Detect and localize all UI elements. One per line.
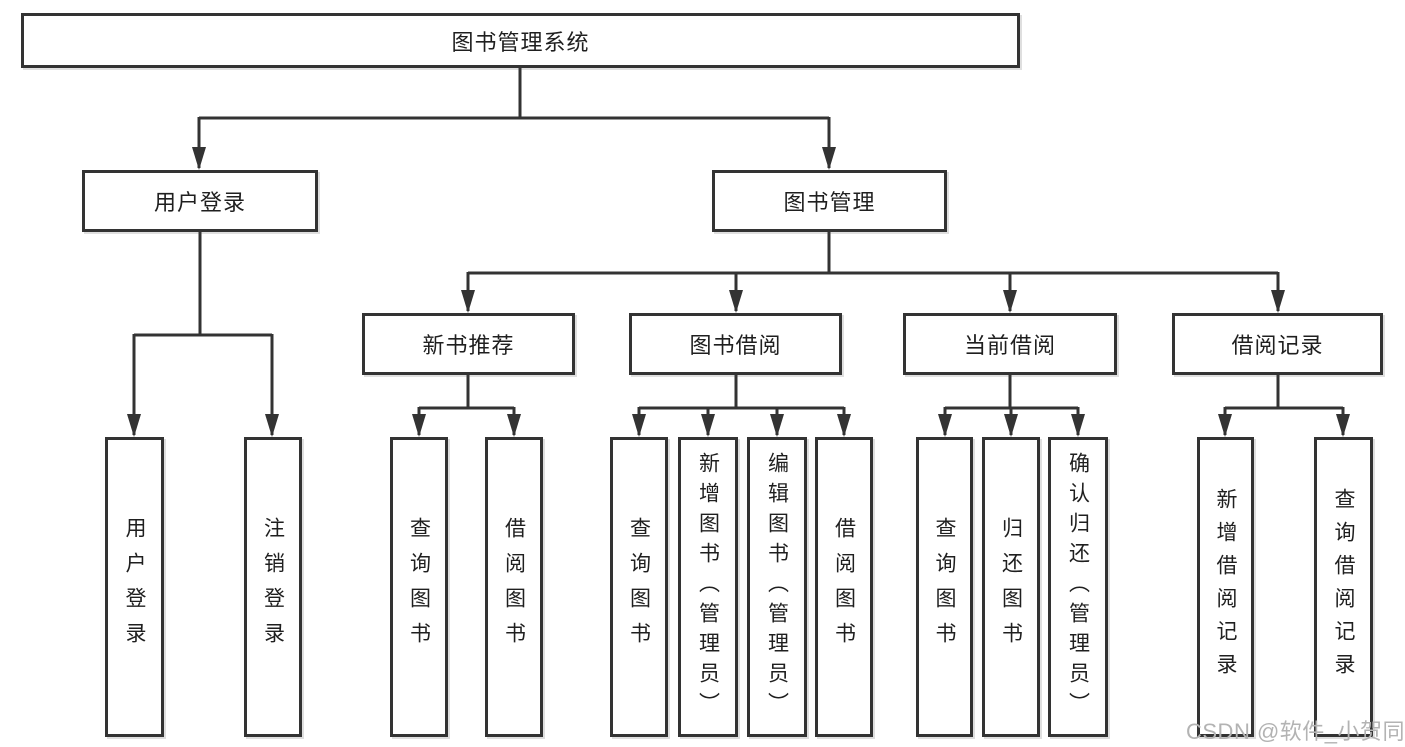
node-borrow-record-label: 借阅记录 — [1231, 333, 1324, 358]
leaf-current-query-book: 查询图书 — [916, 437, 973, 737]
leaf-confirm-return-admin: 确认归还（管理员） — [1048, 437, 1108, 737]
leaf-recommend-query-book-label: 查询图书 — [407, 517, 431, 657]
leaf-add-borrow-record: 新增借阅记录 — [1197, 437, 1254, 737]
leaf-return-book-label: 归还图书 — [999, 517, 1023, 657]
leaf-add-book-admin: 新增图书（管理员） — [678, 437, 738, 737]
leaf-query-borrow-record: 查询借阅记录 — [1314, 437, 1373, 737]
leaf-edit-book-admin-label: 编辑图书（管理员） — [765, 452, 789, 722]
leaf-borrow-query-book-label: 查询图书 — [627, 517, 651, 657]
node-book-management: 图书管理 — [712, 170, 947, 232]
arrowheads — [127, 147, 1350, 437]
leaf-user-login-label: 用户登录 — [123, 517, 146, 657]
node-new-book-recommend: 新书推荐 — [362, 313, 575, 375]
node-root: 图书管理系统 — [21, 13, 1020, 68]
node-new-book-recommend-label: 新书推荐 — [422, 333, 515, 358]
leaf-recommend-borrow-book: 借阅图书 — [485, 437, 543, 737]
csdn-watermark: CSDN @软件_小贺同学 — [1186, 719, 1405, 744]
node-current-borrow-label: 当前借阅 — [963, 333, 1056, 358]
node-user-login-label: 用户登录 — [153, 190, 246, 215]
leaf-logout-label: 注销登录 — [261, 517, 285, 657]
leaf-recommend-borrow-book-label: 借阅图书 — [502, 517, 526, 657]
leaf-confirm-return-admin-label: 确认归还（管理员） — [1066, 452, 1090, 722]
node-book-management-label: 图书管理 — [783, 190, 876, 215]
node-borrow-record: 借阅记录 — [1172, 313, 1383, 375]
leaf-borrow-book: 借阅图书 — [815, 437, 873, 737]
leaf-current-query-book-label: 查询图书 — [933, 517, 956, 657]
leaf-recommend-query-book: 查询图书 — [390, 437, 448, 737]
leaf-borrow-query-book: 查询图书 — [610, 437, 668, 737]
leaf-edit-book-admin: 编辑图书（管理员） — [747, 437, 807, 737]
leaf-logout: 注销登录 — [244, 437, 302, 737]
node-book-borrow: 图书借阅 — [629, 313, 842, 375]
leaf-add-book-admin-label: 新增图书（管理员） — [696, 452, 720, 722]
leaf-borrow-book-label: 借阅图书 — [832, 517, 856, 657]
node-book-borrow-label: 图书借阅 — [689, 333, 782, 358]
node-current-borrow: 当前借阅 — [903, 313, 1117, 375]
node-user-login: 用户登录 — [82, 170, 318, 232]
leaf-return-book: 归还图书 — [982, 437, 1040, 737]
leaf-add-borrow-record-label: 新增借阅记录 — [1214, 488, 1237, 686]
node-root-label: 图书管理系统 — [451, 29, 590, 55]
leaf-user-login: 用户登录 — [105, 437, 164, 737]
leaf-query-borrow-record-label: 查询借阅记录 — [1332, 488, 1355, 686]
